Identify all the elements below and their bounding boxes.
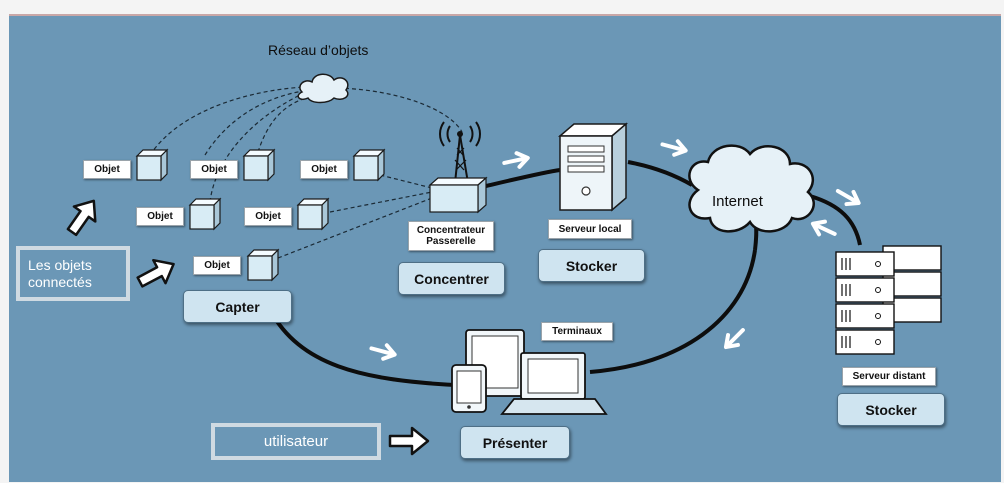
user-box: utilisateur (211, 423, 381, 460)
flow-arrow-icon (367, 339, 399, 364)
object-label: Objet (190, 160, 238, 179)
object-cube-icon (243, 149, 275, 181)
step-store-remote: Stocker (837, 393, 945, 426)
flow-arrow-icon (807, 215, 840, 243)
object-cube-icon (247, 249, 279, 281)
arrow-right-icon (388, 426, 430, 456)
flow-arrow-icon (500, 149, 532, 172)
object-cube-icon (353, 149, 385, 181)
network-cloud-icon (297, 73, 349, 104)
connected-line-2: connectés (28, 273, 92, 290)
object-label: Objet (244, 207, 292, 226)
arrow-right-icon (132, 251, 181, 295)
connected-objects-box: Les objets connectés (16, 246, 130, 301)
connected-line-1: Les objets (28, 256, 92, 273)
step-concentrate: Concentrer (398, 262, 505, 295)
flow-arrow-icon (721, 325, 748, 352)
flow-arrow-icon (832, 182, 865, 212)
diagram-background (9, 14, 1001, 482)
network-title: Réseau d’objets (268, 42, 369, 58)
object-label: Objet (300, 160, 348, 179)
internet-cloud-icon (688, 144, 815, 233)
step-present: Présenter (460, 426, 570, 459)
object-cube-icon (136, 149, 168, 181)
arrow-up-icon (60, 192, 106, 241)
object-label: Objet (193, 256, 241, 275)
remote-server-label: Serveur distant (842, 367, 936, 386)
step-store-local: Stocker (538, 249, 645, 282)
internet-label: Internet (712, 193, 763, 210)
remote-server-icon (835, 245, 942, 355)
gateway-icon (428, 121, 488, 214)
object-cube-icon (189, 198, 221, 230)
object-cube-icon (297, 198, 329, 230)
object-label: Objet (83, 160, 131, 179)
terminals-label: Terminaux (541, 322, 613, 341)
local-server-label: Serveur local (548, 219, 632, 239)
flow-arrow-icon (658, 135, 690, 160)
step-capture: Capter (183, 290, 292, 323)
terminals-icon (451, 329, 608, 415)
gateway-label: Concentrateur Passerelle (408, 221, 494, 251)
object-label: Objet (136, 207, 184, 226)
local-server-icon (557, 122, 629, 212)
